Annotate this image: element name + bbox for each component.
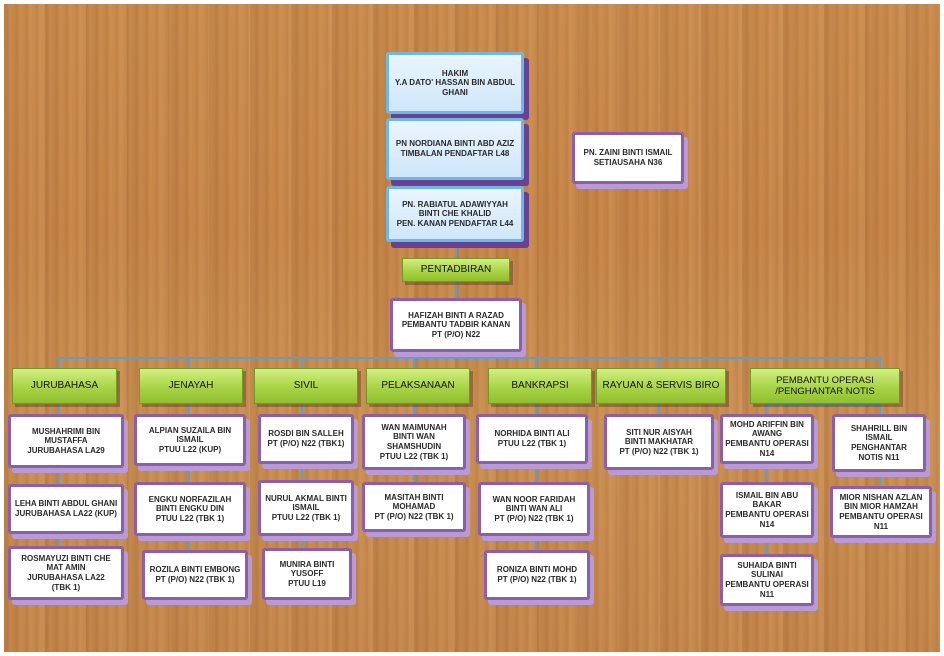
department-pembantu-operasi: PEMBANTU OPERASI /PENGHANTAR NOTIS bbox=[750, 368, 900, 404]
staff-card: MOHD ARIFFIN BIN AWANG PEMBANTU OPERASI … bbox=[720, 414, 814, 464]
staff-card: ROSDI BIN SALLEH PT (P/O) N22 (TBK1) bbox=[258, 414, 354, 464]
hakim-box: HAKIM Y.A DATO' HASSAN BIN ABDUL GHANI bbox=[386, 52, 524, 114]
staff-card: SHAHRILL BIN ISMAIL PENGHANTAR NOTIS N11 bbox=[832, 414, 926, 472]
staff-card: ENGKU NORFAZILAH BINTI ENGKU DIN PTUU L2… bbox=[134, 482, 246, 536]
department-jenayah: JENAYAH bbox=[139, 368, 243, 404]
staff-card: ROSMAYUZI BINTI CHE MAT AMIN JURUBAHASA … bbox=[8, 546, 124, 600]
staff-card: MIOR NISHAN AZLAN BIN MIOR HAMZAH PEMBAN… bbox=[830, 486, 932, 538]
staff-card: SUHAIDA BINTI SULINAI PEMBANTU OPERASI N… bbox=[720, 554, 814, 606]
staff-card: MUSHAHRIMI BIN MUSTAFFA JURUBAHASA LA29 bbox=[8, 414, 124, 468]
department-rayuan-servis-biro: RAYUAN & SERVIS BIRO bbox=[596, 368, 726, 404]
staff-card: WAN MAIMUNAH BINTI WAN SHAMSHUDIN PTUU L… bbox=[362, 414, 466, 470]
staff-card: LEHA BINTI ABDUL GHANI JURUBAHASA LA22 (… bbox=[8, 484, 124, 534]
department-sivil: SIVIL bbox=[254, 368, 358, 404]
staff-card: SITI NUR AISYAH BINTI MAKHATAR PT (P/O) … bbox=[604, 414, 714, 470]
staff-card: MUNIRA BINTI YUSOFF PTUU L19 bbox=[262, 548, 352, 600]
staff-card: NORHIDA BINTI ALI PTUU L22 (TBK 1) bbox=[476, 414, 588, 464]
penolong-kanan-pendaftar-box: PN. RABIATUL ADAWIYYAH BINTI CHE KHALID … bbox=[386, 186, 524, 242]
timbalan-pendaftar-box: PN NORDIANA BINTI ABD AZIZ TIMBALAN PEND… bbox=[386, 118, 524, 180]
staff-card: MASITAH BINTI MOHAMAD PT (P/O) N22 (TBK … bbox=[362, 482, 466, 532]
pentadbiran-label: PENTADBIRAN bbox=[402, 258, 510, 282]
org-chart: HAKIM Y.A DATO' HASSAN BIN ABDUL GHANI P… bbox=[4, 4, 940, 652]
setiausaha-box: PN. ZAINI BINTI ISMAIL SETIAUSAHA N36 bbox=[572, 132, 684, 184]
department-jurubahasa: JURUBAHASA bbox=[12, 368, 117, 404]
staff-card: RONIZA BINTI MOHD PT (P/O) N22 (TBK 1) bbox=[484, 550, 590, 600]
staff-card: ALPIAN SUZAILA BIN ISMAIL PTUU L22 (KUP) bbox=[134, 414, 246, 466]
staff-card: NURUL AKMAL BINTI ISMAIL PTUU L22 (TBK 1… bbox=[258, 480, 354, 536]
department-pelaksanaan: PELAKSANAAN bbox=[366, 368, 470, 404]
staff-card: ISMAIL BIN ABU BAKAR PEMBANTU OPERASI N1… bbox=[720, 482, 814, 538]
staff-card: WAN NOOR FARIDAH BINTI WAN ALI PT (P/O) … bbox=[478, 482, 590, 536]
pentadbiran-head-box: HAFIZAH BINTI A RAZAD PEMBANTU TADBIR KA… bbox=[390, 298, 522, 352]
staff-card: ROZILA BINTI EMBONG PT (P/O) N22 (TBK 1) bbox=[142, 550, 248, 600]
department-bankrapsi: BANKRAPSI bbox=[488, 368, 592, 404]
